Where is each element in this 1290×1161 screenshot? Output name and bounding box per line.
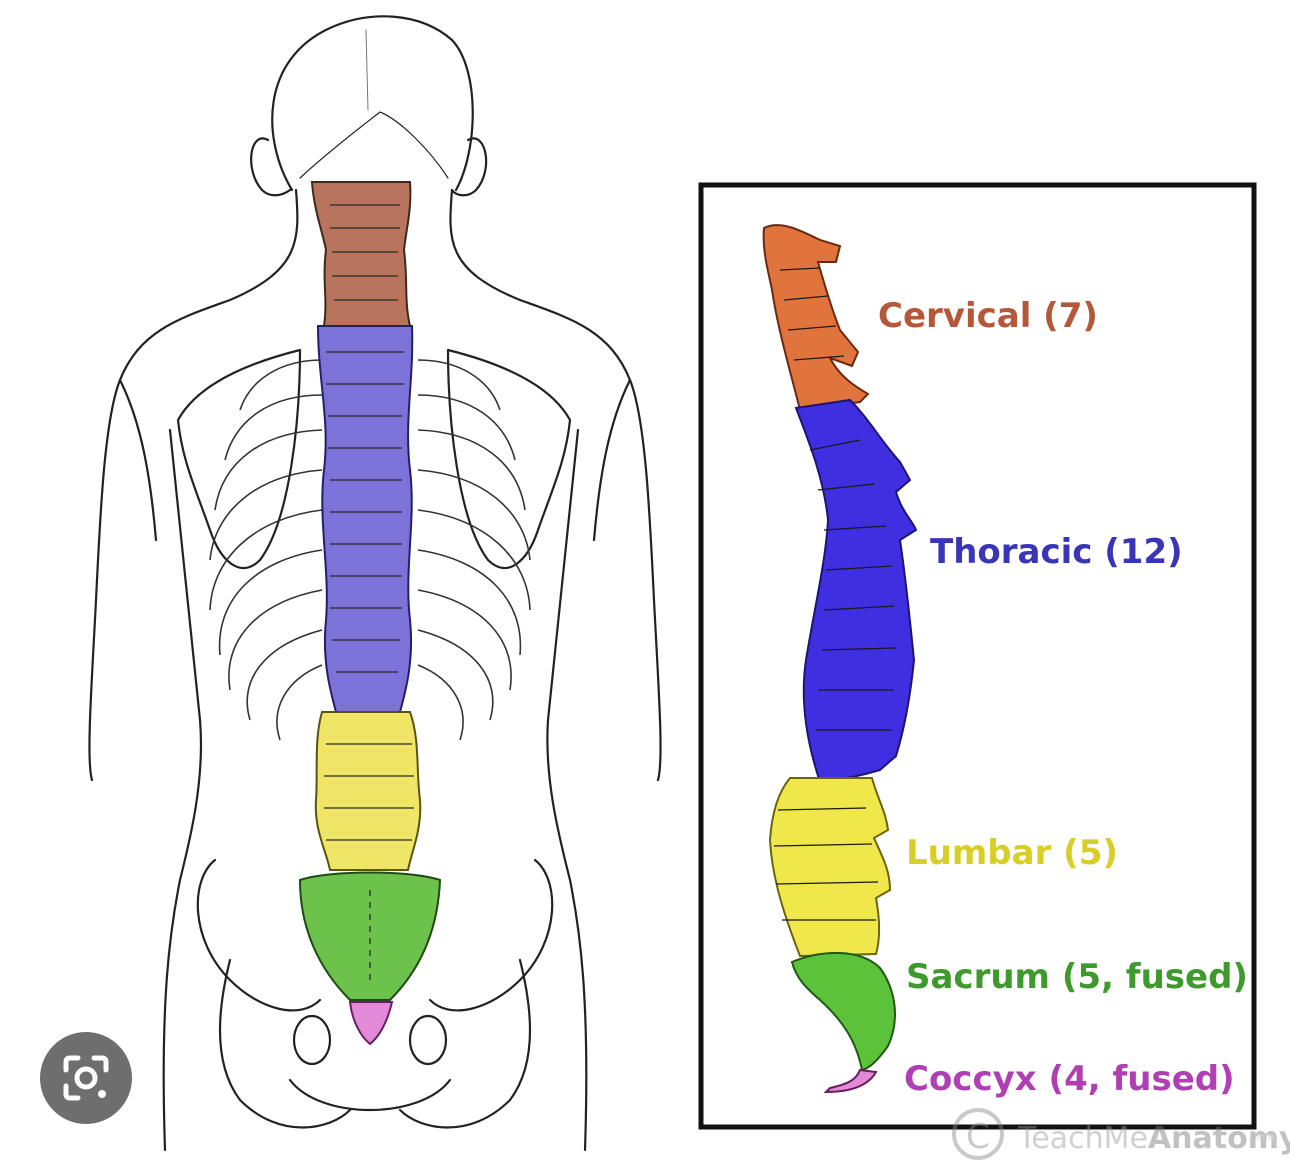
- spine-side-view: [762, 224, 918, 1094]
- watermark-suffix: info: [1256, 1132, 1275, 1143]
- label-cervical: Cervical (7): [878, 296, 1098, 336]
- right-cervical-region: [762, 224, 870, 412]
- spine-back-view: [298, 181, 442, 1046]
- image-search-button[interactable]: [40, 1032, 132, 1124]
- left-cervical-region: [310, 181, 412, 327]
- right-thoracic-region: [794, 398, 918, 784]
- label-lumbar: Lumbar (5): [906, 833, 1118, 873]
- watermark: C TeachMeAnatomy info: [952, 1108, 1290, 1160]
- copyright-icon: [952, 1108, 1004, 1160]
- right-lumbar-region: [768, 777, 892, 958]
- right-sacrum-region: [790, 952, 896, 1072]
- rib-cage: [209, 359, 531, 741]
- watermark-text: TeachMeAnatomy: [1017, 1121, 1290, 1156]
- label-sacrum: Sacrum (5, fused): [906, 957, 1248, 997]
- label-coccyx: Coccyx (4, fused): [904, 1059, 1235, 1099]
- label-thoracic: Thoracic (12): [930, 532, 1183, 572]
- left-sacrum-region: [298, 871, 442, 1001]
- watermark-symbol: C: [966, 1117, 990, 1157]
- body-outline-back-view: [88, 15, 662, 1152]
- image-search-icon: [63, 1055, 109, 1101]
- left-coccyx-region: [348, 1001, 394, 1046]
- right-coccyx-region: [823, 1068, 878, 1094]
- left-lumbar-region: [314, 711, 422, 871]
